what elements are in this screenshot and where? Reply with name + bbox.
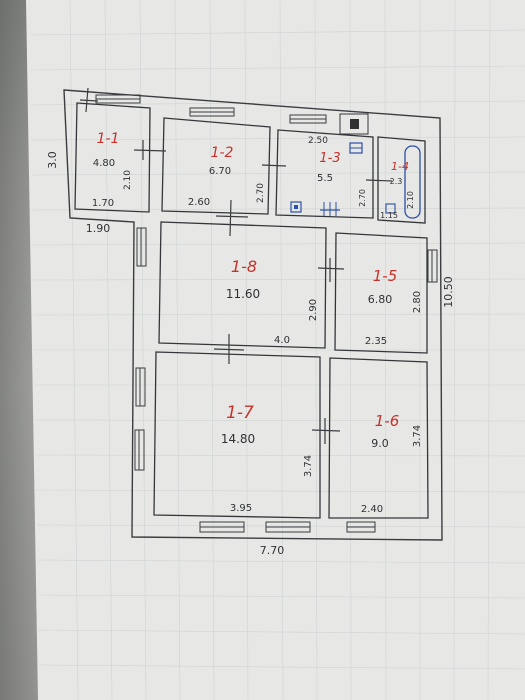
overall-height-label: 10.50 [442,276,455,308]
bottom-left-width-label: 1.90 [86,222,111,235]
room-number-1-4: 1-4 [391,160,409,173]
tick-13 [311,429,341,432]
room-1-3-outline [275,129,374,219]
dim-1-2-width: 2.60 [188,197,210,208]
room-number-1-8: 1-8 [231,257,257,276]
window-bottom-2 [265,521,311,533]
radiator-icon [320,202,340,216]
outer-wall [63,89,443,541]
room-1-1-outline [74,102,151,213]
left-height-label: 3.0 [46,151,59,169]
dim-1-4-width: 1.15 [380,211,398,220]
tick-8 [215,215,249,218]
room-area-1-2: 6.70 [209,166,231,177]
room-number-1-7: 1-7 [226,403,254,423]
dim-1-3-width: 2.50 [308,136,328,146]
room-area-1-1: 4.80 [93,158,115,169]
tick-1 [79,99,99,102]
room-area-1-5: 6.80 [368,293,393,306]
room-number-1-6: 1-6 [375,412,400,430]
dim-1-4-height: 2.10 [406,191,415,209]
dim-1-6-width: 2.40 [361,504,383,515]
window-top-1 [95,94,141,104]
window-top-2 [189,107,235,117]
sink-icon [349,142,363,154]
room-1-6-outline [328,357,429,519]
boiler-icon [339,113,369,135]
dim-1-6-height: 3.74 [412,425,423,447]
room-number-1-1: 1-1 [97,131,120,147]
bathtub-icon [404,145,421,219]
window-bottom-1 [199,521,245,533]
dim-1-5-width: 2.35 [365,336,387,347]
room-1-5-outline [334,232,428,354]
room-number-1-2: 1-2 [211,145,234,161]
room-area-1-4: 2.3 [390,177,403,186]
tick-7 [229,199,232,237]
tick-2 [85,87,89,113]
stove-icon [290,201,302,213]
window-right-1 [427,249,438,283]
tick-6 [365,179,393,182]
window-left-1 [136,227,147,267]
dim-1-7-height: 3.74 [303,455,314,477]
dim-1-1-width: 1.70 [92,198,114,209]
room-1-4-outline [377,136,426,224]
dim-1-2-height: 2.70 [256,183,266,203]
room-1-2-outline [161,117,271,215]
room-number-1-3: 1-3 [319,151,340,166]
room-1-8-outline [158,221,327,349]
overall-width-label: 7.70 [260,544,285,557]
tick-5 [261,164,287,167]
room-1-7-outline [153,351,321,519]
dim-1-5-height: 2.80 [412,291,423,313]
tick-12 [213,348,245,351]
tick-9 [317,267,345,270]
room-area-1-3: 5.5 [317,173,333,184]
window-bottom-3 [346,521,376,533]
boiler-small-icon [385,203,396,214]
room-area-1-7: 14.80 [221,432,255,446]
window-top-3 [289,114,327,124]
window-left-3 [134,429,145,471]
dim-1-8-width: 4.0 [274,335,290,346]
window-left-2 [135,367,146,407]
room-number-1-5: 1-5 [373,267,398,285]
tick-3 [133,149,167,152]
dim-1-3-height: 2.70 [358,189,367,207]
graph-grid [29,0,525,700]
dim-1-8-height: 2.90 [308,299,319,321]
room-area-1-6: 9.0 [371,437,389,450]
room-area-1-8: 11.60 [226,287,260,301]
dim-1-1-height: 2.10 [123,170,133,190]
dim-1-7-width: 3.95 [230,503,252,514]
